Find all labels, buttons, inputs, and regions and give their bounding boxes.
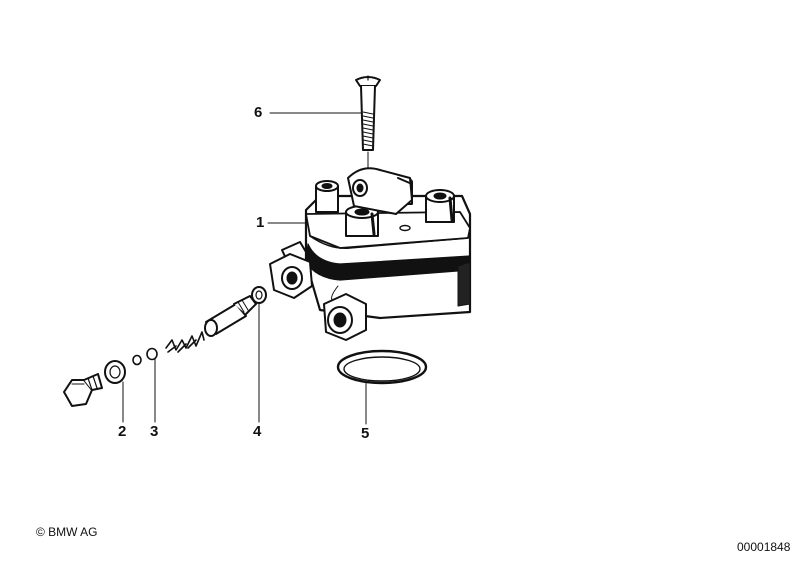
screw-part-6 <box>355 75 381 169</box>
tower-right <box>425 189 455 223</box>
tower-left <box>315 180 339 213</box>
port-bottom <box>323 293 367 341</box>
gasket-part-5 <box>336 349 428 385</box>
callout-3: 3 <box>150 423 159 440</box>
callout-1: 1 <box>256 214 265 231</box>
callout-6: 6 <box>254 104 263 121</box>
valve-assembly <box>132 295 257 366</box>
washer-part-2 <box>104 360 126 384</box>
drawing-number: 00001848 <box>737 540 791 554</box>
plug-screw <box>63 373 103 407</box>
housing-part-1 <box>269 167 472 341</box>
port-left <box>269 253 313 299</box>
callout-4: 4 <box>253 423 262 440</box>
copyright-label: © BMW AG <box>36 525 98 539</box>
leader-lines <box>122 112 367 425</box>
callout-2: 2 <box>118 423 127 440</box>
callout-5: 5 <box>361 425 370 442</box>
seal-ring-part-4 <box>251 286 267 304</box>
